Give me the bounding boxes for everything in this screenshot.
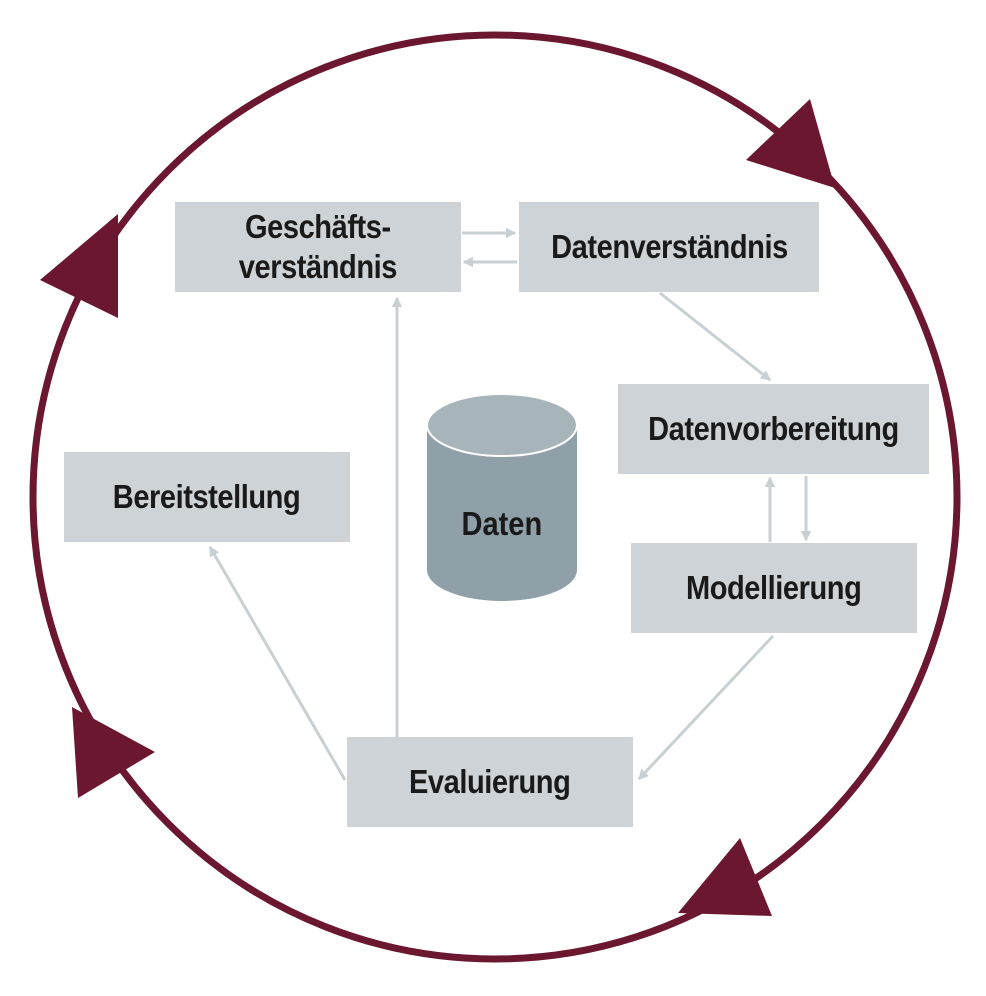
- arrow-data-to-preparation: [659, 291, 770, 382]
- phase-modeling[interactable]: Modellierung: [631, 543, 917, 633]
- database-label: Daten: [461, 505, 543, 542]
- cycle-circle: [29, 31, 961, 963]
- cycle-arrowhead-top-left: [40, 214, 118, 318]
- cycle-arrowhead-bottom-left: [72, 707, 155, 798]
- cycle-arrowhead-bottom-right: [678, 838, 772, 916]
- arrow-modeling-to-evaluation: [637, 634, 775, 779]
- phase-business-understanding[interactable]: Geschäfts- verständnis: [175, 202, 461, 292]
- cycle-arrowhead-top-right: [746, 99, 835, 188]
- phase-evaluation[interactable]: Evaluierung: [347, 737, 633, 827]
- phase-deployment[interactable]: Bereitstellung: [64, 452, 350, 542]
- database-icon: [426, 393, 578, 601]
- phase-data-preparation[interactable]: Datenvorbereitung: [618, 384, 929, 474]
- phase-data-understanding[interactable]: Datenverständnis: [519, 202, 819, 292]
- arrow-evaluation-to-deployment: [208, 547, 347, 781]
